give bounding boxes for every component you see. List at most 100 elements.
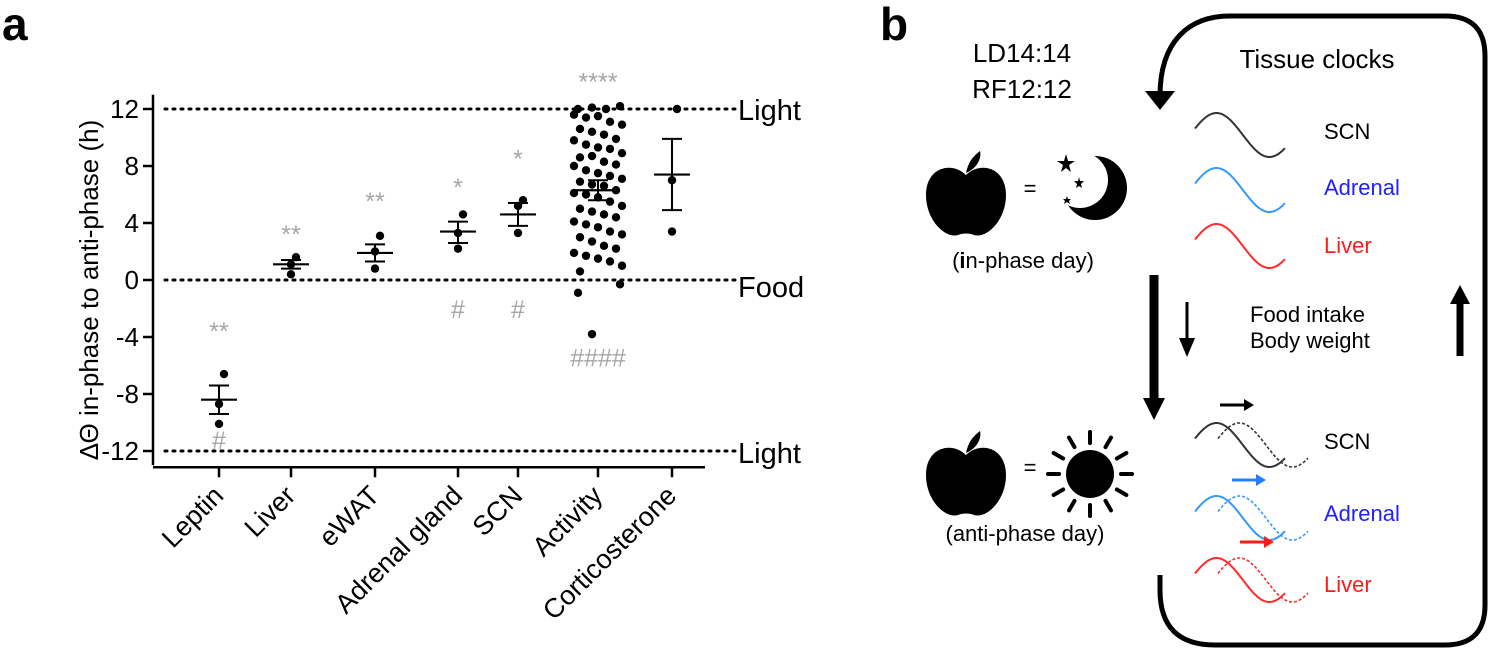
sun-icon: [1046, 430, 1134, 518]
tissue-label-adrenal-top: Adrenal: [1324, 175, 1400, 200]
data-point: [605, 197, 615, 206]
wave-adrenal: [1194, 167, 1286, 213]
data-point: [615, 280, 625, 289]
data-point: [587, 103, 597, 112]
data-point: [599, 241, 609, 250]
in-phase-day-rest: n-phase day): [966, 248, 1094, 273]
data-point: [569, 110, 579, 119]
data-point: [569, 136, 579, 145]
tissue-clocks-title: Tissue clocks: [1239, 44, 1394, 74]
equals-sign: =: [1024, 455, 1037, 480]
data-point: [575, 204, 585, 213]
x-tick-label: Corticosterone: [537, 480, 682, 625]
y-tick-label: 4: [125, 208, 139, 238]
sun-ray: [1114, 451, 1129, 461]
significance-hash-label: ####: [570, 344, 626, 372]
data-point: [587, 237, 597, 246]
arrow-down-icon: [1145, 91, 1175, 110]
data-point: [617, 148, 627, 158]
x-tick-label: SCN: [467, 480, 529, 542]
y-tick-label: -4: [116, 322, 139, 352]
sun-ray: [1067, 435, 1077, 450]
data-point: [286, 270, 296, 279]
shift-right-arrow-icon: [1256, 474, 1266, 486]
x-tick-label: eWAT: [313, 480, 385, 552]
moon-stars-icon: [1052, 152, 1127, 220]
y-tick-label: 8: [125, 151, 139, 181]
data-point: [593, 254, 603, 263]
significance-star-label: **: [209, 318, 229, 346]
ref-label-food: Food: [738, 272, 804, 304]
wave-liver: [1194, 557, 1286, 603]
apple-icon: [926, 151, 1006, 236]
in-phase-day-bold: i: [959, 248, 965, 273]
sun-ray: [1051, 451, 1066, 461]
significance-star-label: ****: [579, 69, 618, 97]
data-point: [617, 261, 627, 270]
tissue-waves: [1194, 112, 1309, 603]
wave-shifted-liver: [1217, 557, 1309, 603]
data-point: [605, 171, 615, 181]
data-point: [453, 244, 463, 253]
data-point: [581, 166, 591, 175]
panel-a-letter: a: [2, 0, 28, 50]
data-point: [581, 220, 591, 229]
data-point: [593, 223, 603, 232]
x-tick-label: Leptin: [156, 480, 229, 553]
x-tick-label: Liver: [239, 480, 302, 543]
tissue-label-liver-bottom: Liver: [1324, 572, 1372, 597]
data-point: [593, 143, 603, 152]
data-point: [611, 160, 621, 169]
data-point: [611, 213, 621, 222]
panel-b: b LD14:14 RF12:12 Tissue clocks = (in-ph…: [880, 0, 1488, 648]
data-point: [587, 151, 597, 161]
feedback-loop: [1157, 13, 1488, 648]
y-tick-label: 12: [110, 94, 139, 124]
data-point: [599, 210, 609, 219]
sun-ray: [1114, 487, 1129, 497]
condition-rf: RF12:12: [972, 74, 1072, 104]
data-point: [370, 264, 380, 273]
tissue-label-scn-bottom: SCN: [1324, 429, 1370, 454]
ref-label-light-bottom: Light: [738, 438, 801, 470]
significance-star-label: *: [453, 174, 463, 202]
data-point: [581, 113, 591, 122]
y-tick-label: 0: [125, 265, 139, 295]
data-point: [599, 157, 609, 166]
data-point: [569, 217, 579, 226]
data-point: [587, 207, 597, 216]
y-tick-label: -12: [101, 436, 139, 466]
data-point: [375, 231, 385, 241]
data-point: [575, 124, 585, 134]
significance-hash-label: #: [451, 296, 465, 324]
data-point: [599, 130, 609, 139]
data-point: [458, 210, 468, 219]
data-point: [219, 369, 229, 379]
significance-star-label: **: [281, 221, 301, 249]
food-intake-label: Food intake: [1250, 302, 1365, 327]
ref-label-light-top: Light: [738, 95, 801, 127]
data-point: [617, 230, 627, 239]
anti-phase-day-label: (anti-phase day): [946, 521, 1105, 546]
data-point: [601, 104, 611, 114]
reference-lines: [163, 107, 737, 453]
data-point: [573, 288, 583, 298]
panel-a: a ΔΘ in-phase to anti-phase (h) -12-8-40…: [2, 0, 804, 626]
arrow-up-icon: [1450, 285, 1470, 304]
data-point: [575, 267, 585, 276]
data-point: [605, 227, 615, 236]
data-point: [599, 181, 609, 191]
apple-icon: [926, 431, 1006, 516]
data-point: [575, 177, 585, 186]
data-point: [672, 104, 682, 114]
tissue-label-scn-top: SCN: [1324, 119, 1370, 144]
sun-ray: [1067, 498, 1077, 513]
sun-disc: [1066, 450, 1114, 498]
shift-right-arrow-icon: [1264, 536, 1274, 548]
tissue-label-liver-top: Liver: [1324, 233, 1372, 258]
significance-star-label: *: [513, 145, 523, 173]
significance-hash-label: #: [212, 427, 226, 455]
panel-b-letter: b: [880, 0, 908, 50]
data-point: [593, 111, 603, 121]
